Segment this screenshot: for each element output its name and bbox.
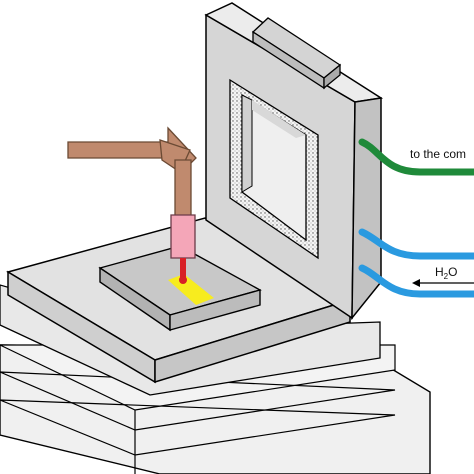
- laser-arm: [67, 126, 197, 219]
- water-pipe-lower: [358, 264, 474, 298]
- water-pipe-upper: [358, 228, 474, 260]
- laser-arm-vertical: [174, 159, 192, 219]
- flow-arrow: [412, 279, 474, 287]
- computer-label: to the com: [410, 147, 466, 161]
- laser-beam: [180, 258, 186, 278]
- observation-window: [229, 78, 319, 260]
- laser-arm-horizontal: [67, 141, 169, 159]
- water-label: H2O: [435, 265, 457, 281]
- stage-right-face: [154, 298, 351, 384]
- laser-spot: [179, 276, 187, 284]
- wall-side-face: [351, 97, 382, 321]
- laser-head: [170, 214, 196, 259]
- computer-cable: [358, 138, 474, 176]
